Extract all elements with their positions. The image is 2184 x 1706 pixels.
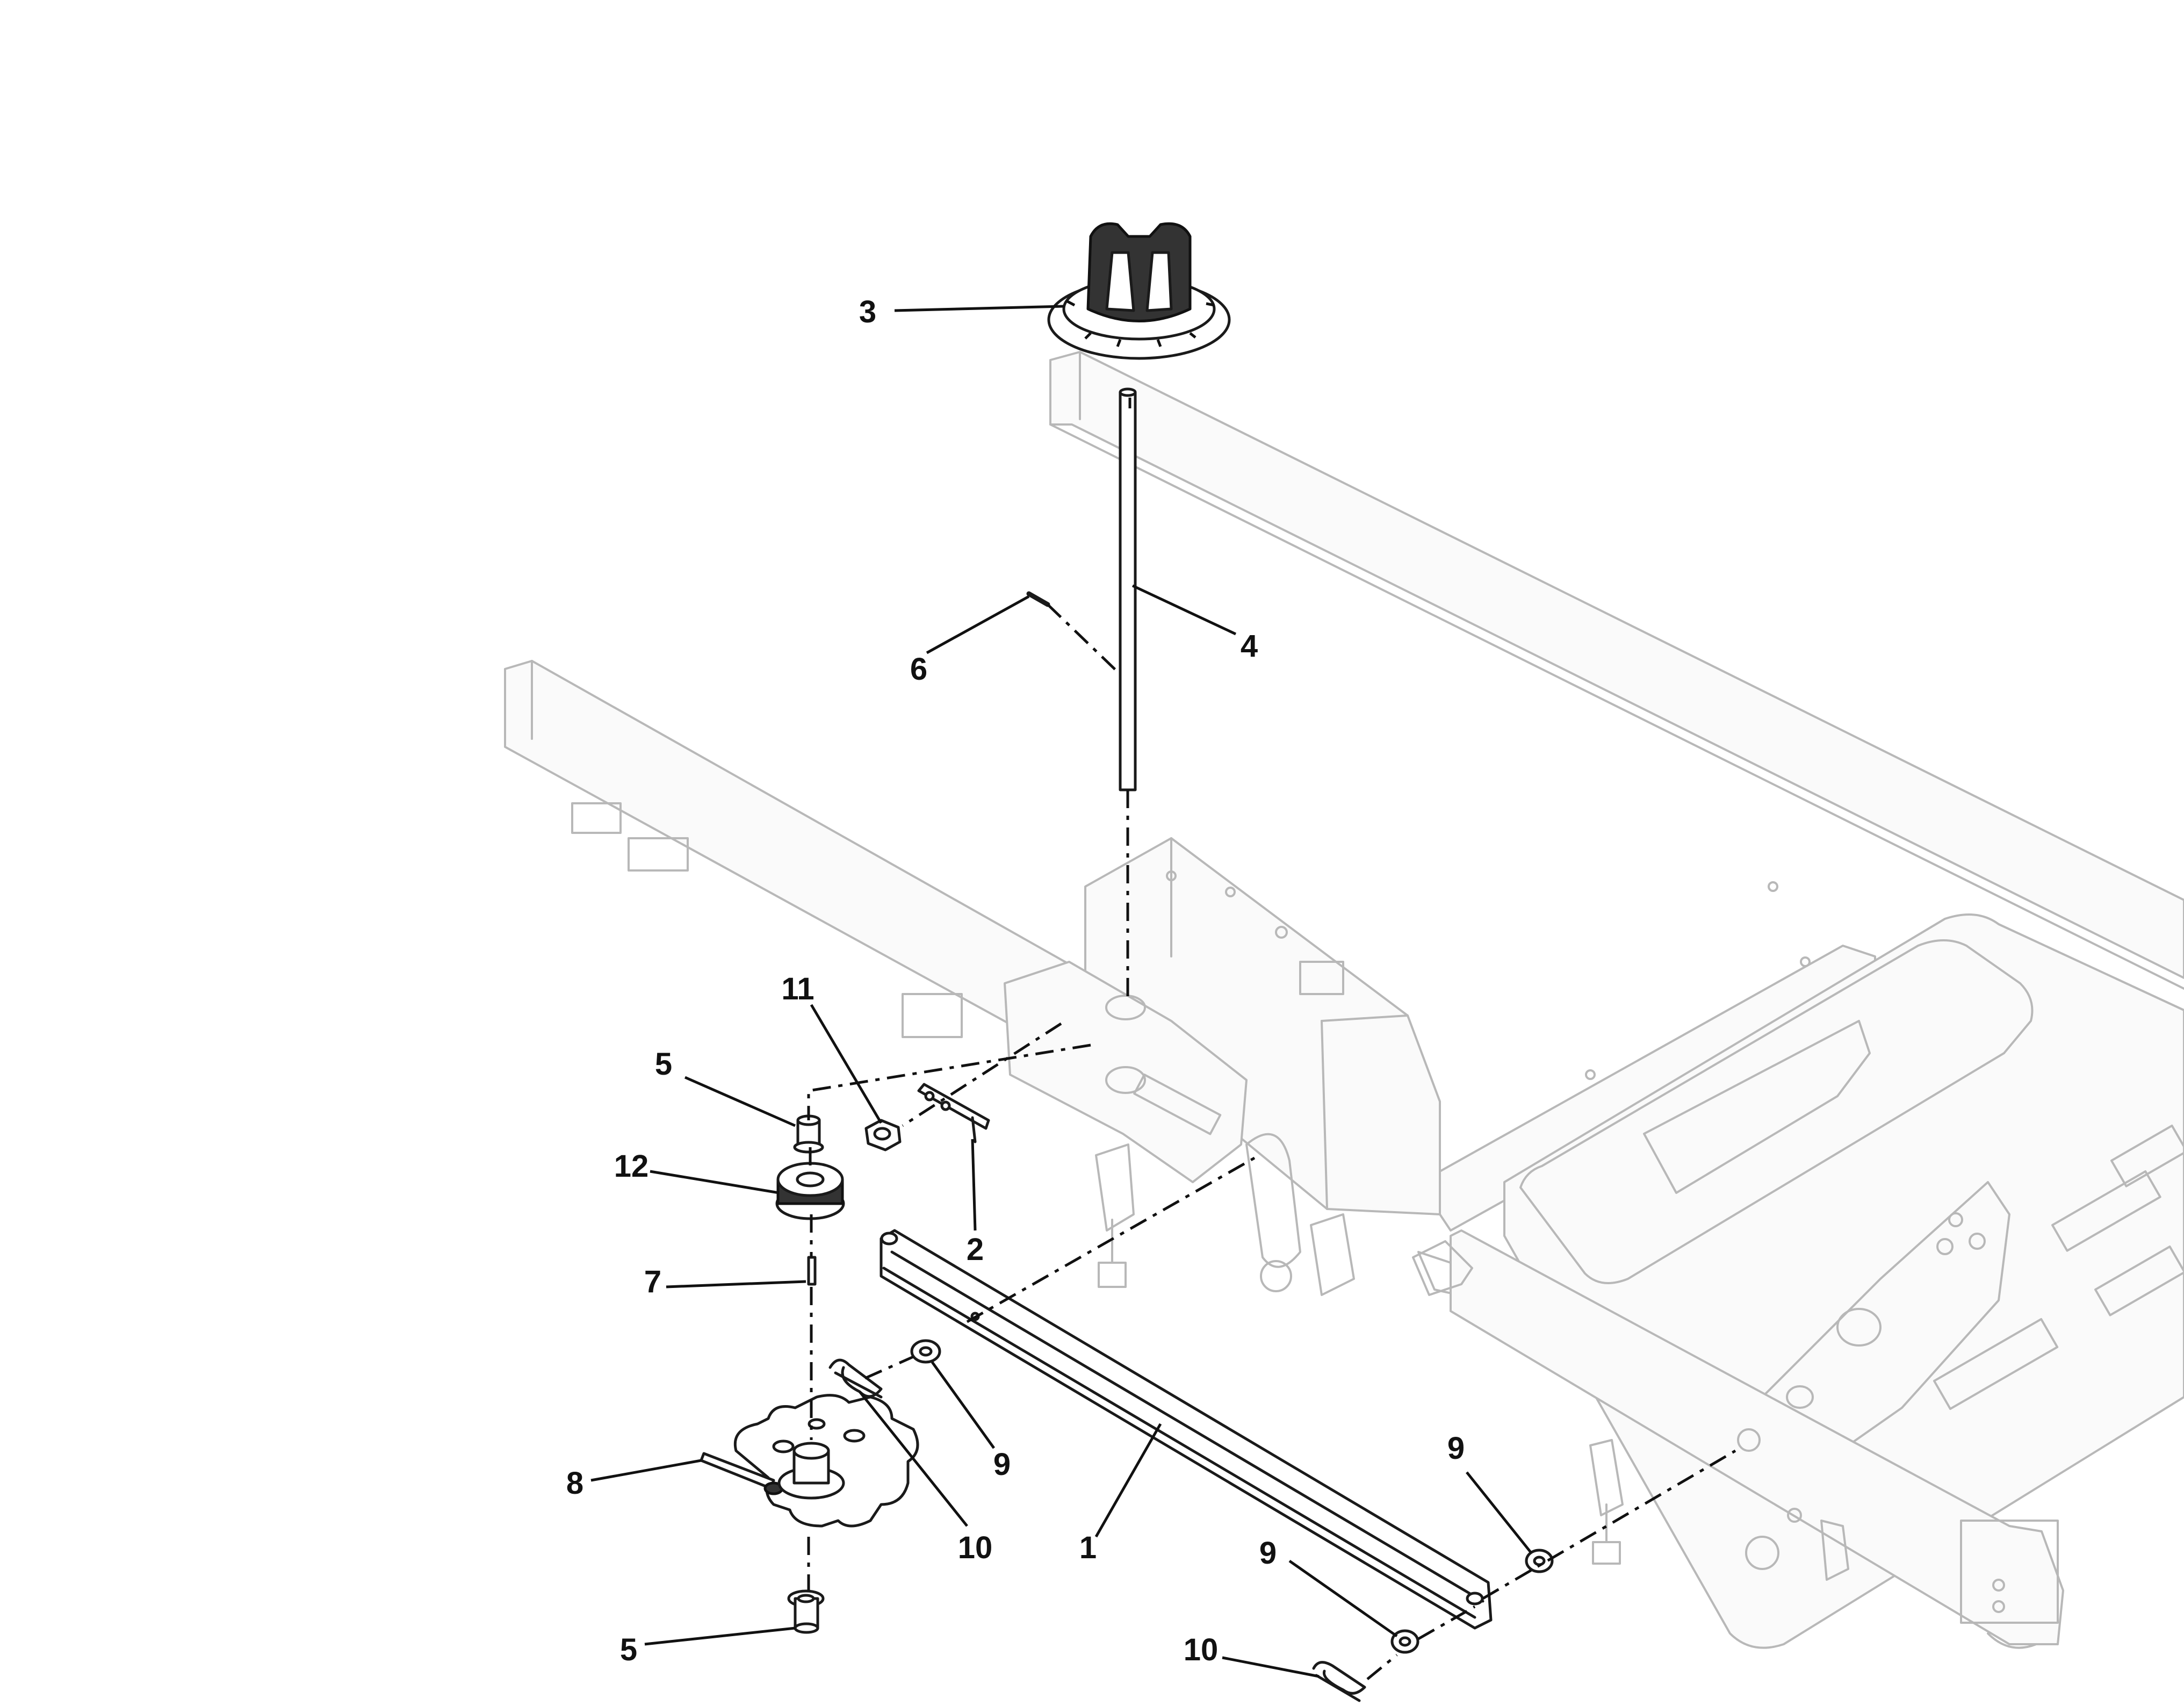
callout-6: 6: [910, 652, 927, 687]
callout-9-right: 9: [1447, 1431, 1465, 1466]
callout-5-bottom: 5: [620, 1632, 637, 1667]
callout-labels: 3 4 6 11 5 12 2 7 8 9 10 1 9 9 10 5: [566, 294, 1465, 1667]
callout-8: 8: [566, 1466, 583, 1501]
callout-4: 4: [1241, 629, 1258, 664]
callout-1: 1: [1079, 1530, 1097, 1565]
rail-slot: [628, 837, 689, 872]
callout-9-bottom: 9: [1259, 1536, 1277, 1571]
callout-7: 7: [644, 1264, 661, 1299]
knob-tick-marks: [1065, 299, 1215, 347]
adjustment-rod: [1119, 387, 1137, 791]
hairpin-clip-bottom: [1312, 1661, 1366, 1702]
roll-pin-bottom: [807, 1256, 817, 1286]
callout-5-top: 5: [655, 1047, 672, 1082]
callout-9-left: 9: [993, 1447, 1011, 1482]
callout-10-left: 10: [958, 1530, 993, 1565]
assembly-lines: [807, 603, 1736, 1680]
detent-plate: [700, 1394, 919, 1528]
mount-window: [1299, 961, 1344, 995]
link-bar: [880, 1229, 1493, 1630]
mower-frame: [504, 351, 2184, 1649]
bushing-top: [793, 1114, 824, 1154]
leader-lines: [590, 305, 1532, 1678]
roll-pin-top: [1026, 591, 1050, 607]
gear-hub: [775, 1162, 845, 1220]
pivot-bracket: [1004, 961, 1248, 1183]
callout-10-bottom: 10: [1184, 1632, 1219, 1667]
rail-bracket: [902, 993, 963, 1038]
detent-bracket: [917, 1083, 990, 1143]
rail-slot: [571, 802, 622, 834]
washer-left: [910, 1339, 941, 1364]
height-knob: [1047, 222, 1231, 360]
hairpin-clip-left: [828, 1358, 883, 1399]
callout-11: 11: [781, 971, 814, 1006]
washer-bottom: [1390, 1629, 1419, 1654]
parts: [700, 222, 1554, 1702]
lock-nut: [864, 1119, 902, 1151]
floor-pan: [1503, 913, 2184, 1649]
callout-12: 12: [614, 1149, 649, 1184]
bushing-bottom: [787, 1589, 825, 1634]
callout-3: 3: [859, 294, 876, 329]
callout-2: 2: [967, 1232, 984, 1267]
washer-right: [1525, 1549, 1554, 1573]
front-frame-rail: [1450, 1229, 2064, 1645]
